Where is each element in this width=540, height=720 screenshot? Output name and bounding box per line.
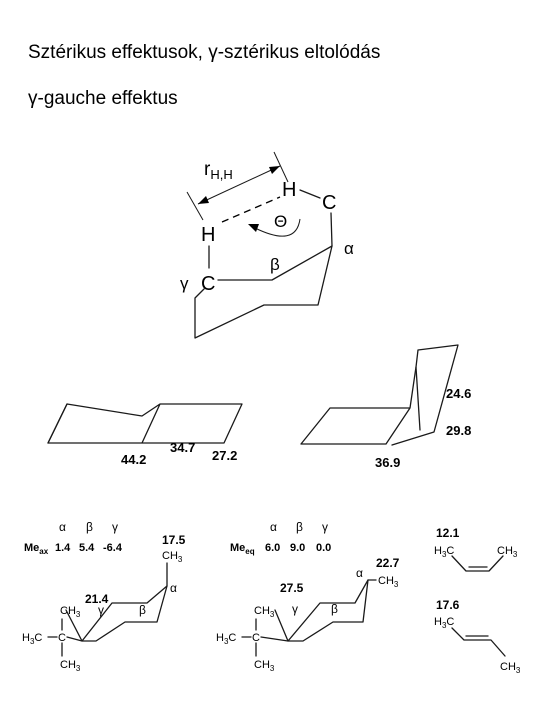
theta-label: Θ <box>274 212 287 231</box>
trans-butene-value: 17.6 <box>436 598 460 612</box>
ax-header-gamma: γ <box>112 520 118 534</box>
ax-ring-beta: β <box>139 603 146 617</box>
atom-h-left: H <box>201 224 215 246</box>
alpha-label: α <box>344 239 354 258</box>
title-line-1: Sztérikus effektusok, γ-sztérikus eltoló… <box>28 42 381 63</box>
beta-label: β <box>270 255 280 274</box>
cis-value-3: 36.9 <box>375 455 400 470</box>
atom-c-left: C <box>201 273 215 295</box>
trans-decalin-rings <box>47 403 243 444</box>
ax-ch3: CH3 <box>162 550 183 564</box>
ax-value-beta: 5.4 <box>79 542 95 554</box>
eq-ring-alpha: α <box>356 566 363 580</box>
trans-value-2: 34.7 <box>170 440 195 455</box>
trans-butene-chain <box>451 627 506 657</box>
ax-tbu-ch3-bottom: CH3 <box>60 659 81 673</box>
hh-dashed-line <box>221 196 281 223</box>
eq-value-alpha: 6.0 <box>265 542 280 554</box>
cis-decalin: 24.6 29.8 36.9 <box>300 344 471 470</box>
ax-tbu-ch3-top: CH3 <box>60 605 81 619</box>
cis-decalin-rings <box>300 344 459 446</box>
ax-value-gamma: -6.4 <box>103 542 123 554</box>
trans-decalin: 44.2 34.7 27.2 <box>47 403 243 467</box>
ax-ring-alpha: α <box>170 581 177 595</box>
ax-ring-value: 21.4 <box>85 592 109 606</box>
eq-ring-beta: β <box>331 602 338 616</box>
ax-tbu-c: C <box>58 632 66 644</box>
theta-arc <box>254 218 301 237</box>
distance-arrow <box>197 165 281 205</box>
distance-tick-left <box>186 191 204 221</box>
trans-value-1: 44.2 <box>121 452 146 467</box>
cis-butene: 12.1 H3C CH3 <box>434 526 518 572</box>
eq-ring-gamma: γ <box>292 602 298 616</box>
eq-tbu-h3c: H3C <box>216 632 236 646</box>
cis-value-1: 24.6 <box>446 386 471 401</box>
eq-tbu-ch3-top: CH3 <box>254 605 275 619</box>
atom-h-top: H <box>282 179 296 201</box>
eq-tbu-c: C <box>252 632 260 644</box>
trans-value-3: 27.2 <box>212 448 237 463</box>
ax-ring-gamma: γ <box>98 603 104 617</box>
arrowhead-right <box>269 166 280 174</box>
eq-header-gamma: γ <box>322 520 328 534</box>
eq-bond-c-ring <box>260 636 289 642</box>
ax-bond-c-ring <box>66 636 83 642</box>
atom-c-right: C <box>322 192 336 214</box>
theta-arrowhead <box>248 224 259 232</box>
ax-value-alpha: 1.4 <box>55 542 71 554</box>
r-label: rH,H <box>204 159 233 182</box>
eq-ch3: CH3 <box>378 575 399 589</box>
ax-header-beta: β <box>86 520 93 534</box>
eq-value-gamma: 0.0 <box>316 542 331 554</box>
ax-top-value: 17.5 <box>162 533 186 547</box>
eq-ring-value: 27.5 <box>280 581 304 595</box>
eq-header-alpha: α <box>270 520 277 534</box>
cis-value-2: 29.8 <box>446 423 471 438</box>
ax-tbu-h3c: H3C <box>22 632 42 646</box>
ax-header-alpha: α <box>59 520 66 534</box>
chair-ring <box>194 245 333 339</box>
me-eq-label: Meeq <box>230 542 255 556</box>
trans-decalin-edge <box>47 403 68 444</box>
bond-c-alpha <box>330 212 333 247</box>
cis-butene-ch3: CH3 <box>497 545 518 559</box>
eq-top-value: 22.7 <box>376 556 400 570</box>
trans-butene-ch3: CH3 <box>500 661 521 675</box>
eq-tbu-ch3-bottom: CH3 <box>254 659 275 673</box>
methyl-equatorial-structure: α β γ Meeq 6.0 9.0 0.0 22.7 CH3 27.5 α β… <box>216 520 400 673</box>
gamma-label: γ <box>180 274 189 293</box>
eq-header-beta: β <box>296 520 303 534</box>
eq-ring <box>274 579 369 642</box>
title-line-2: γ-gauche effektus <box>28 88 178 109</box>
cis-butene-chain <box>451 555 504 572</box>
me-ax-label: Meax <box>24 542 49 556</box>
trans-butene-h3c: H3C <box>434 616 454 630</box>
trans-butene: 17.6 H3C CH3 <box>434 598 521 675</box>
cis-butene-value: 12.1 <box>436 526 460 540</box>
methyl-axial-structure: α β γ Meax 1.4 5.4 -6.4 17.5 CH3 21.4 α … <box>22 520 186 673</box>
cis-butene-h3c: H3C <box>434 545 454 559</box>
ax-ring <box>65 585 168 642</box>
bond-h-c-top <box>299 189 321 199</box>
cis-decalin-bridge <box>415 366 421 431</box>
gauche-diagram: rH,H H C H C Θ α β γ <box>180 151 354 339</box>
arrowhead-left <box>198 196 209 204</box>
distance-tick-right <box>273 151 289 183</box>
eq-value-beta: 9.0 <box>290 542 305 554</box>
